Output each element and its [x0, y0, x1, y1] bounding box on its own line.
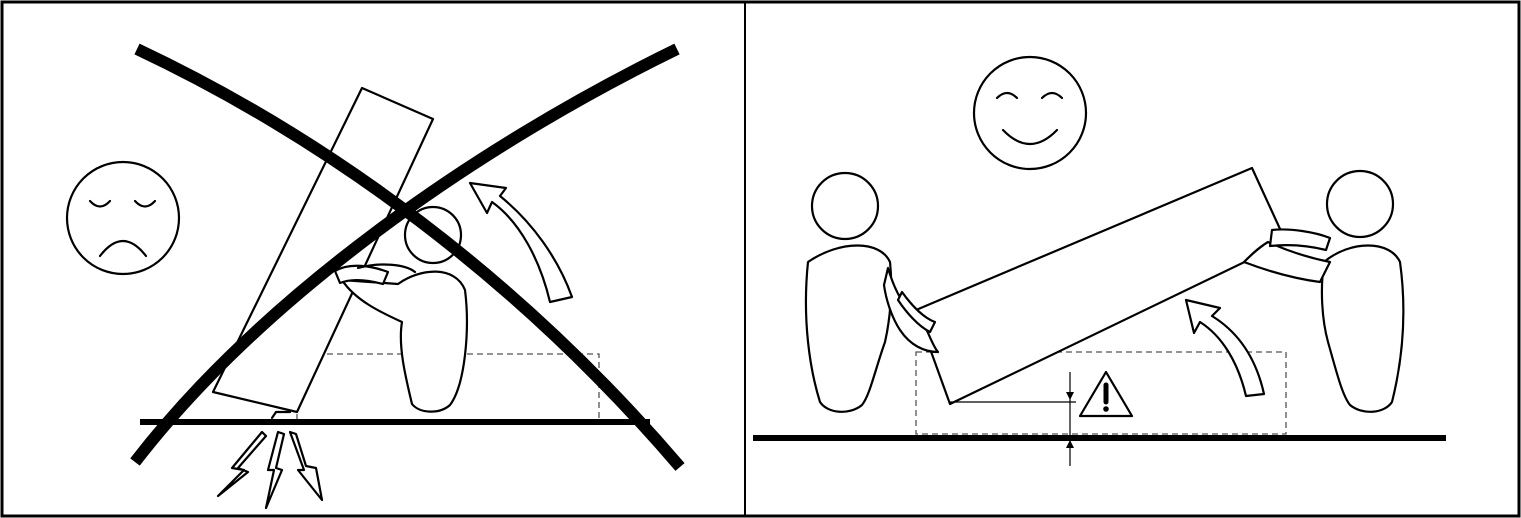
person-right-arm — [1242, 240, 1332, 284]
person-left — [804, 171, 893, 413]
rotation-arrow-icon — [468, 181, 574, 304]
person-head — [810, 171, 880, 241]
panel-correct — [753, 55, 1446, 466]
person-body — [1320, 244, 1405, 413]
happy-face-icon — [972, 55, 1088, 171]
person-hand — [333, 264, 390, 286]
person-head — [1325, 169, 1395, 239]
rotation-arrow-icon — [1184, 298, 1266, 398]
person-body — [340, 270, 468, 413]
impact-lightning-icon — [216, 430, 324, 510]
person-lifting — [333, 205, 468, 413]
person-left-hand — [896, 290, 937, 334]
box-outline-dashed — [915, 351, 1287, 435]
clearance-dimension-icon — [950, 372, 1076, 466]
person-right-hand — [1268, 228, 1332, 252]
tilted-box — [211, 86, 435, 414]
person-body — [804, 244, 893, 413]
warning-exclamation-icon — [1078, 370, 1134, 418]
tilted-box — [914, 166, 1288, 406]
person-right — [1320, 169, 1405, 413]
sad-face-icon — [65, 160, 181, 276]
panel-incorrect — [65, 43, 685, 510]
cross-out-icon — [130, 43, 685, 471]
